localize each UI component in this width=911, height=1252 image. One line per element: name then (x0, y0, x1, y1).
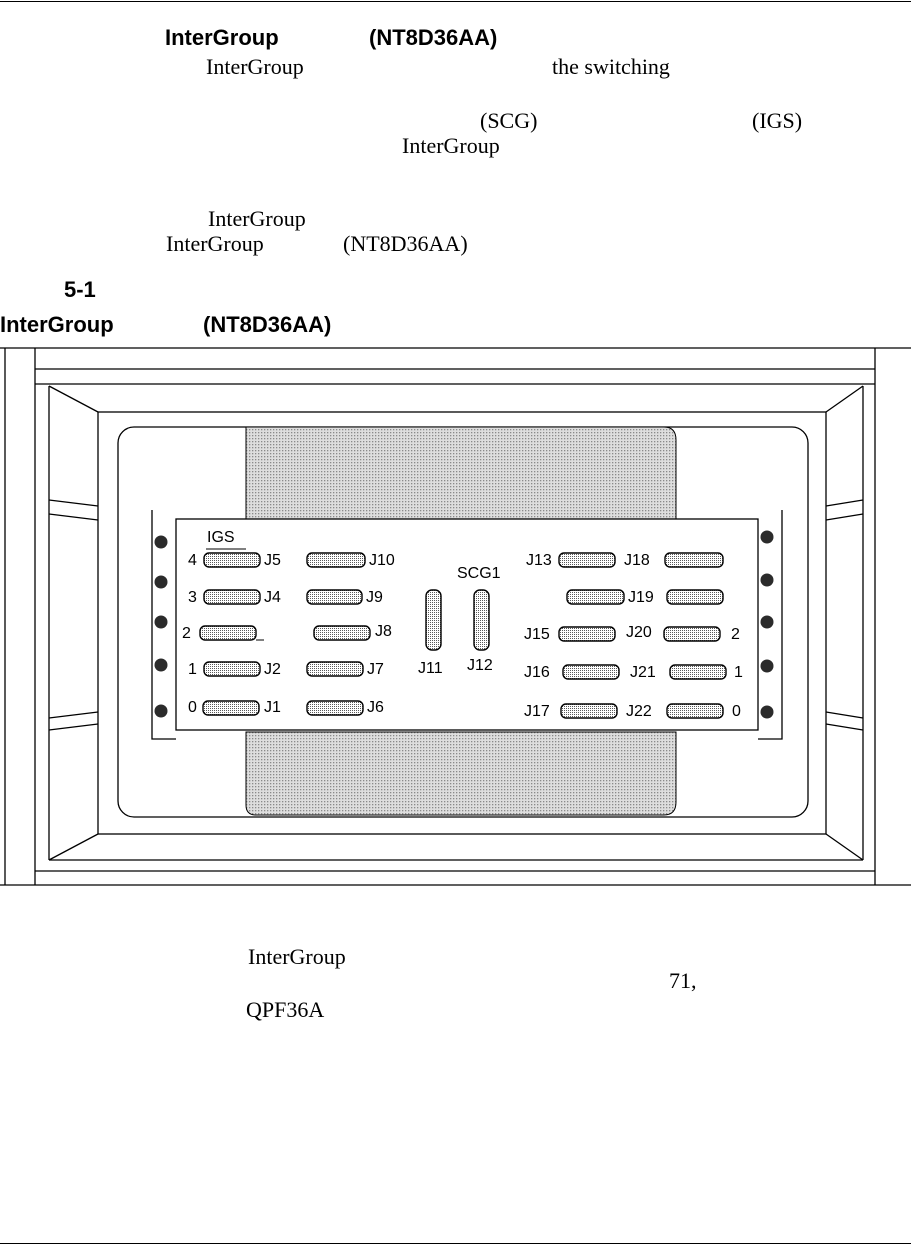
connector (666, 703, 724, 719)
slot-number: 0 (188, 699, 197, 716)
port-label: J6 (367, 699, 384, 716)
connector (203, 661, 261, 677)
connector (669, 664, 727, 680)
connector-group (199, 552, 727, 719)
body-text: InterGroup (402, 133, 500, 158)
port-label: J11 (418, 660, 443, 677)
slot-number: 2 (182, 625, 191, 642)
faceplate (175, 518, 759, 731)
port-label: J17 (524, 703, 550, 720)
figure-code: (NT8D36AA) (203, 312, 332, 337)
connector (306, 661, 364, 677)
slot-number: 4 (188, 552, 197, 569)
port-label: J16 (524, 664, 550, 681)
connector (558, 552, 616, 568)
slot-number: 1 (188, 661, 197, 678)
connector (203, 552, 261, 568)
body-text: InterGroup (208, 206, 306, 231)
port-label: J15 (524, 626, 550, 643)
connector-vertical (425, 589, 442, 651)
igs-label: IGS (207, 529, 235, 546)
connector (306, 552, 366, 568)
connector-vertical (473, 589, 490, 651)
port-label: J4 (264, 589, 281, 606)
card-bottom (245, 731, 677, 816)
connector (562, 664, 620, 680)
port-label: J21 (630, 664, 656, 681)
bottom-rule (0, 1243, 911, 1244)
body-text: InterGroup (166, 231, 264, 256)
figure-title: InterGroup (0, 312, 114, 337)
port-label: J8 (375, 623, 392, 640)
mounting-rails (151, 510, 783, 740)
mounting-screws (154, 530, 774, 719)
port-label: J10 (369, 552, 395, 569)
connector (558, 626, 616, 642)
port-label: J1 (264, 699, 281, 716)
port-label: J12 (467, 657, 493, 674)
slot-number: 3 (188, 589, 197, 606)
cabinet-outline (48, 385, 864, 861)
body-text: QPF36A (246, 997, 325, 1022)
connector (203, 589, 261, 605)
body-text: the switching (552, 54, 670, 79)
body-text: InterGroup (206, 54, 304, 79)
body-text: (SCG) (480, 108, 538, 133)
section-heading-code: (NT8D36AA) (369, 25, 498, 50)
port-label: J7 (367, 661, 384, 678)
body-text: 71, (669, 968, 697, 993)
port-label: J2 (264, 661, 281, 678)
connector (313, 625, 371, 641)
connector (202, 700, 260, 716)
connector (560, 703, 618, 719)
port-label: J22 (626, 703, 652, 720)
connector (664, 552, 724, 568)
slot-number: 0 (732, 703, 741, 720)
body-text: (IGS) (752, 108, 803, 133)
slot-number: 2 (731, 626, 740, 643)
connector (306, 589, 363, 605)
connector (306, 700, 364, 716)
slot-number: 1 (734, 664, 743, 681)
card-top (245, 426, 677, 521)
section-heading-term: InterGroup (165, 25, 279, 50)
top-rule (0, 1, 911, 2)
body-text: (NT8D36AA) (343, 231, 468, 256)
figure-frame (0, 347, 911, 886)
port-label: J5 (264, 552, 281, 569)
body-text: InterGroup (248, 944, 346, 969)
connector (566, 589, 625, 605)
connector (666, 589, 724, 605)
connector (199, 625, 257, 641)
figure-number: 5-1 (64, 277, 96, 302)
connector (663, 626, 721, 642)
port-label: J19 (628, 589, 654, 606)
port-label: J20 (626, 624, 652, 641)
scg-label: SCG1 (457, 565, 501, 582)
port-label: J13 (526, 552, 552, 569)
port-label: J9 (366, 589, 383, 606)
port-label: J18 (624, 552, 650, 569)
